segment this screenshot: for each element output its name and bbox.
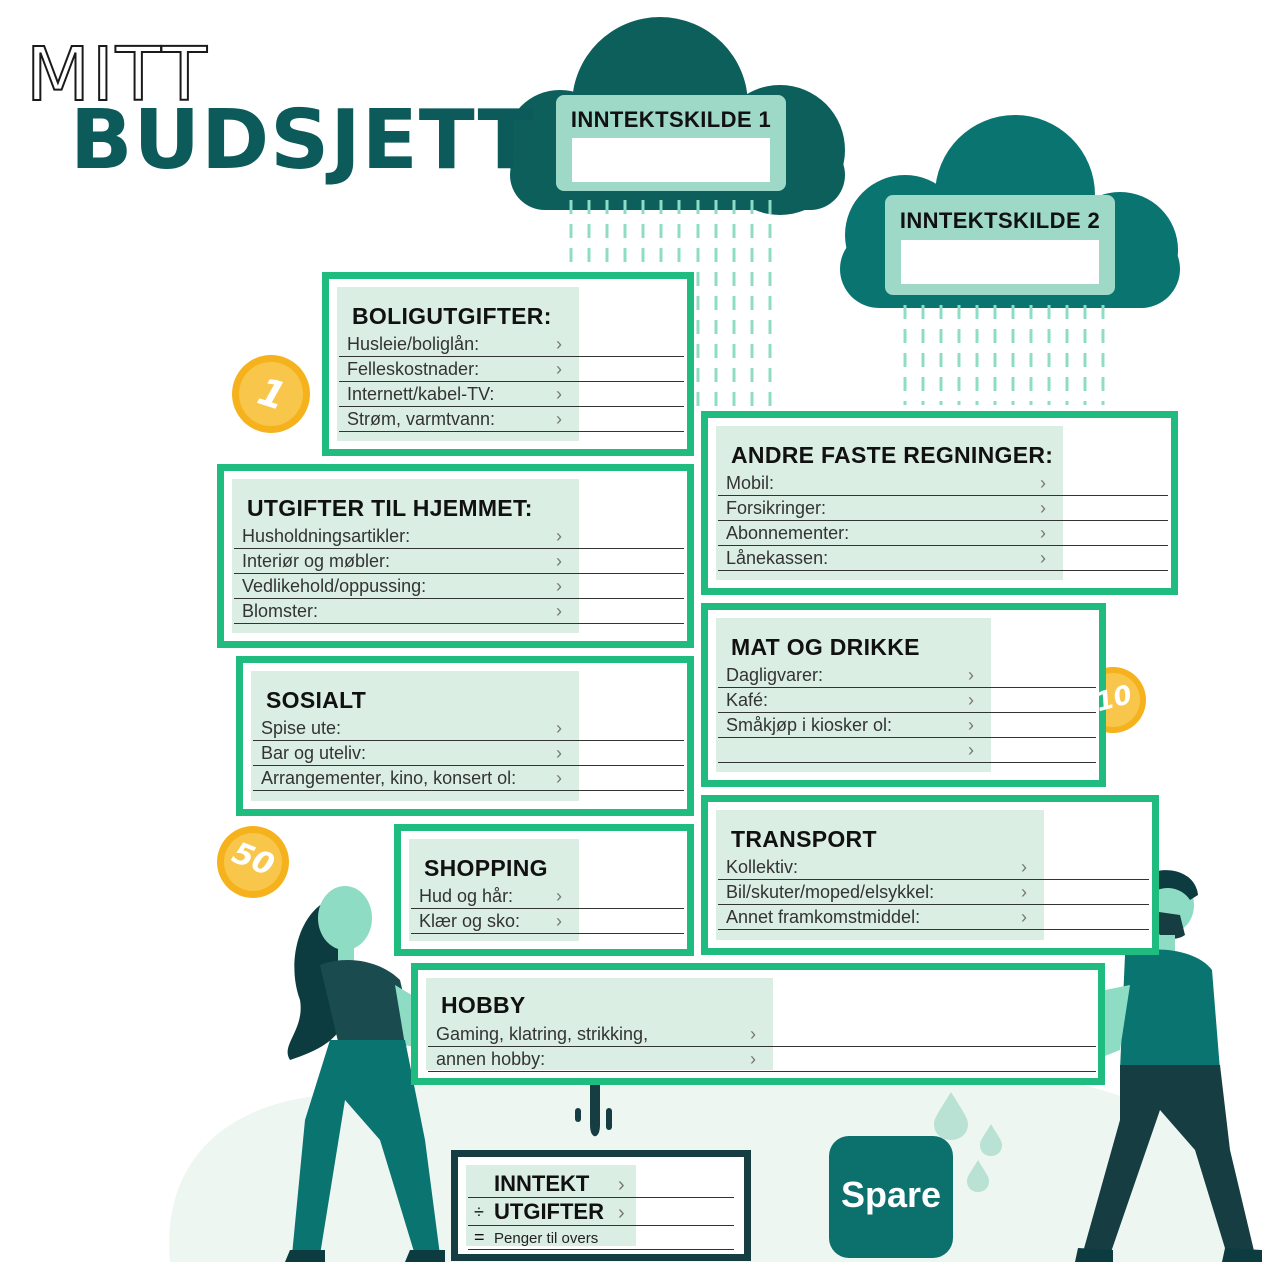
coin-1-icon [232,355,310,433]
chevron-right-icon: › [556,886,562,906]
chevron-right-icon: › [556,551,562,571]
budget-row[interactable]: Klær og sko:› [411,909,684,934]
water-drops-icon [934,1092,1002,1192]
rain-2 [903,305,1105,405]
chevron-right-icon: › [1021,907,1027,927]
budget-row[interactable]: Vedlikehold/oppussing:› [234,574,684,599]
category-mat-og-drikke: MAT OG DRIKKE Dagligvarer:› Kafé:› Småkj… [701,603,1106,787]
coin-50-icon [217,826,289,898]
category-transport: TRANSPORT Kollektiv:› Bil/skuter/moped/e… [701,795,1159,955]
chevron-right-icon: › [968,740,974,760]
budget-row[interactable]: Mobil:› [718,471,1168,496]
title-line-2: BUDSJETT [70,93,535,188]
chevron-right-icon: › [618,1174,625,1196]
category-heading: UTGIFTER TIL HJEMMET: [247,495,533,521]
chevron-right-icon: › [968,715,974,735]
chevron-right-icon: › [750,1049,756,1069]
category-heading: BOLIGUTGIFTER: [352,303,552,329]
income-source-1-input[interactable] [572,138,770,182]
category-heading: MAT OG DRIKKE [731,634,920,660]
budget-row[interactable]: Arrangementer, kino, konsert ol:› [253,766,684,791]
minus-icon: ÷ [474,1202,484,1222]
chevron-right-icon: › [1040,548,1046,568]
summary-remaining-row[interactable]: = Penger til overs [468,1225,734,1250]
category-heading: SHOPPING [424,855,548,881]
title-line-1: MITT [25,32,209,118]
budget-row[interactable]: Bil/skuter/moped/elsykkel:› [718,880,1149,905]
income-source-1-label: INNTEKTSKILDE 1 [570,107,772,132]
chevron-right-icon: › [556,359,562,379]
budget-row[interactable]: Småkjøp i kiosker ol:› [718,713,1096,738]
budget-row[interactable]: Forsikringer:› [718,496,1168,521]
category-heading: SOSIALT [266,687,367,713]
chevron-right-icon: › [556,576,562,596]
budget-row[interactable]: Bar og uteliv:› [253,741,684,766]
category-utgifter-til-hjemmet: UTGIFTER TIL HJEMMET: Husholdningsartikl… [217,464,694,648]
chevron-right-icon: › [618,1202,625,1224]
chevron-right-icon: › [556,911,562,931]
budget-row[interactable]: Spise ute:› [253,716,684,741]
chevron-right-icon: › [1021,882,1027,902]
chevron-right-icon: › [556,743,562,763]
budget-row[interactable]: Hud og hår:› [411,884,684,909]
chevron-right-icon: › [1040,523,1046,543]
chevron-right-icon: › [556,526,562,546]
equals-icon: = [474,1227,485,1247]
category-boligutgifter: BOLIGUTGIFTER: Husleie/boliglån:› Felles… [322,272,694,456]
budget-row[interactable]: Dagligvarer:› [718,663,1096,688]
chevron-right-icon: › [556,718,562,738]
budget-row[interactable]: Internett/kabel-TV:› [339,382,684,407]
category-heading: TRANSPORT [731,826,877,852]
chevron-right-icon: › [750,1024,756,1044]
chevron-right-icon: › [556,768,562,788]
budget-row[interactable]: Felleskostnader:› [339,357,684,382]
category-heading: ANDRE FASTE REGNINGER: [731,442,1054,468]
income-source-2-label: INNTEKTSKILDE 2 [899,208,1101,233]
budget-row[interactable]: Interiør og møbler:› [234,549,684,574]
budget-row[interactable]: › [718,738,1096,763]
budget-row[interactable]: Kafé:› [718,688,1096,713]
chevron-right-icon: › [556,384,562,404]
budget-row[interactable]: annen hobby:› [428,1047,1096,1072]
budget-row[interactable]: Annet framkomstmiddel:› [718,905,1149,930]
drip-icon [575,1085,612,1137]
budget-row[interactable]: Strøm, varmtvann:› [339,407,684,432]
chevron-right-icon: › [968,665,974,685]
budget-row[interactable]: Husholdningsartikler:› [234,524,684,549]
budget-row[interactable]: Abonnementer:› [718,521,1168,546]
woman-illustration [285,886,445,1262]
budget-row[interactable]: Kollektiv:› [718,855,1149,880]
summary-expenses-row[interactable]: ÷ UTGIFTER › [468,1197,734,1226]
category-sosialt: SOSIALT Spise ute:› Bar og uteliv:› Arra… [236,656,694,816]
summary-box: INNTEKT › ÷ UTGIFTER › = Penger til over… [451,1150,751,1261]
rain-1 [569,200,772,410]
chevron-right-icon: › [1040,473,1046,493]
budget-row[interactable]: Gaming, klatring, strikking,› [428,1022,1096,1047]
income-source-2-input[interactable] [901,240,1099,284]
category-heading: HOBBY [441,992,526,1018]
chevron-right-icon: › [556,409,562,429]
category-andre-faste-regninger: ANDRE FASTE REGNINGER: Mobil:› Forsikrin… [701,411,1178,595]
category-shopping: SHOPPING Hud og hår:› Klær og sko:› [394,824,694,956]
budget-row[interactable]: Blomster:› [234,599,684,624]
budget-row[interactable]: Husleie/boliglån:› [339,332,684,357]
chevron-right-icon: › [1021,857,1027,877]
category-hobby: HOBBY Gaming, klatring, strikking,› anne… [411,963,1105,1085]
chevron-right-icon: › [556,601,562,621]
savings-button[interactable]: Spare [829,1136,953,1258]
chevron-right-icon: › [1040,498,1046,518]
chevron-right-icon: › [968,690,974,710]
chevron-right-icon: › [556,334,562,354]
summary-income-row[interactable]: INNTEKT › [468,1170,734,1198]
budget-row[interactable]: Lånekassen:› [718,546,1168,571]
